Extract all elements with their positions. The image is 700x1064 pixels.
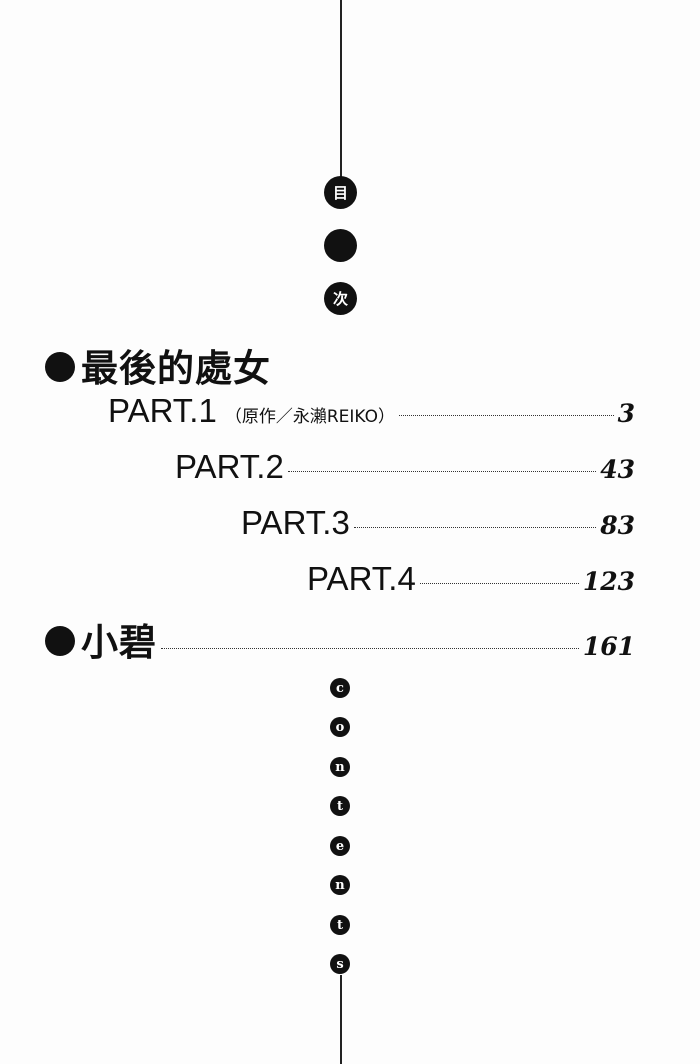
leader-dots — [419, 583, 579, 584]
leader-dots — [161, 648, 579, 649]
contents-letter: t — [330, 796, 350, 816]
toc-entry-part2[interactable]: PART.2 43 — [175, 448, 635, 485]
bullet-icon — [45, 351, 75, 382]
story-title-1: 最後的處女 — [45, 338, 271, 392]
toc-entry-part1[interactable]: PART.1 （原作／永瀨REIKO） 3 — [108, 392, 635, 429]
heading-circle-1: 目 — [324, 176, 357, 209]
toc-entry-part3[interactable]: PART.3 83 — [241, 504, 635, 541]
contents-letter: s — [330, 954, 350, 974]
heading-circle-3: 次 — [324, 282, 357, 315]
leader-dots — [399, 415, 614, 416]
heading-circle-2 — [324, 229, 357, 262]
leader-dots — [353, 527, 597, 528]
divider-line-top — [340, 0, 342, 178]
contents-letter: n — [330, 875, 350, 895]
contents-letter: e — [330, 836, 350, 856]
contents-letter: t — [330, 915, 350, 935]
leader-dots — [287, 471, 597, 472]
bullet-icon — [45, 625, 75, 656]
contents-letter: n — [330, 757, 350, 777]
contents-letter: o — [330, 717, 350, 737]
divider-line-bottom — [340, 975, 342, 1064]
contents-letter: c — [330, 678, 350, 698]
toc-entry-part4[interactable]: PART.4 123 — [307, 560, 635, 597]
toc-entry-story2[interactable]: 小碧 161 — [45, 612, 635, 666]
